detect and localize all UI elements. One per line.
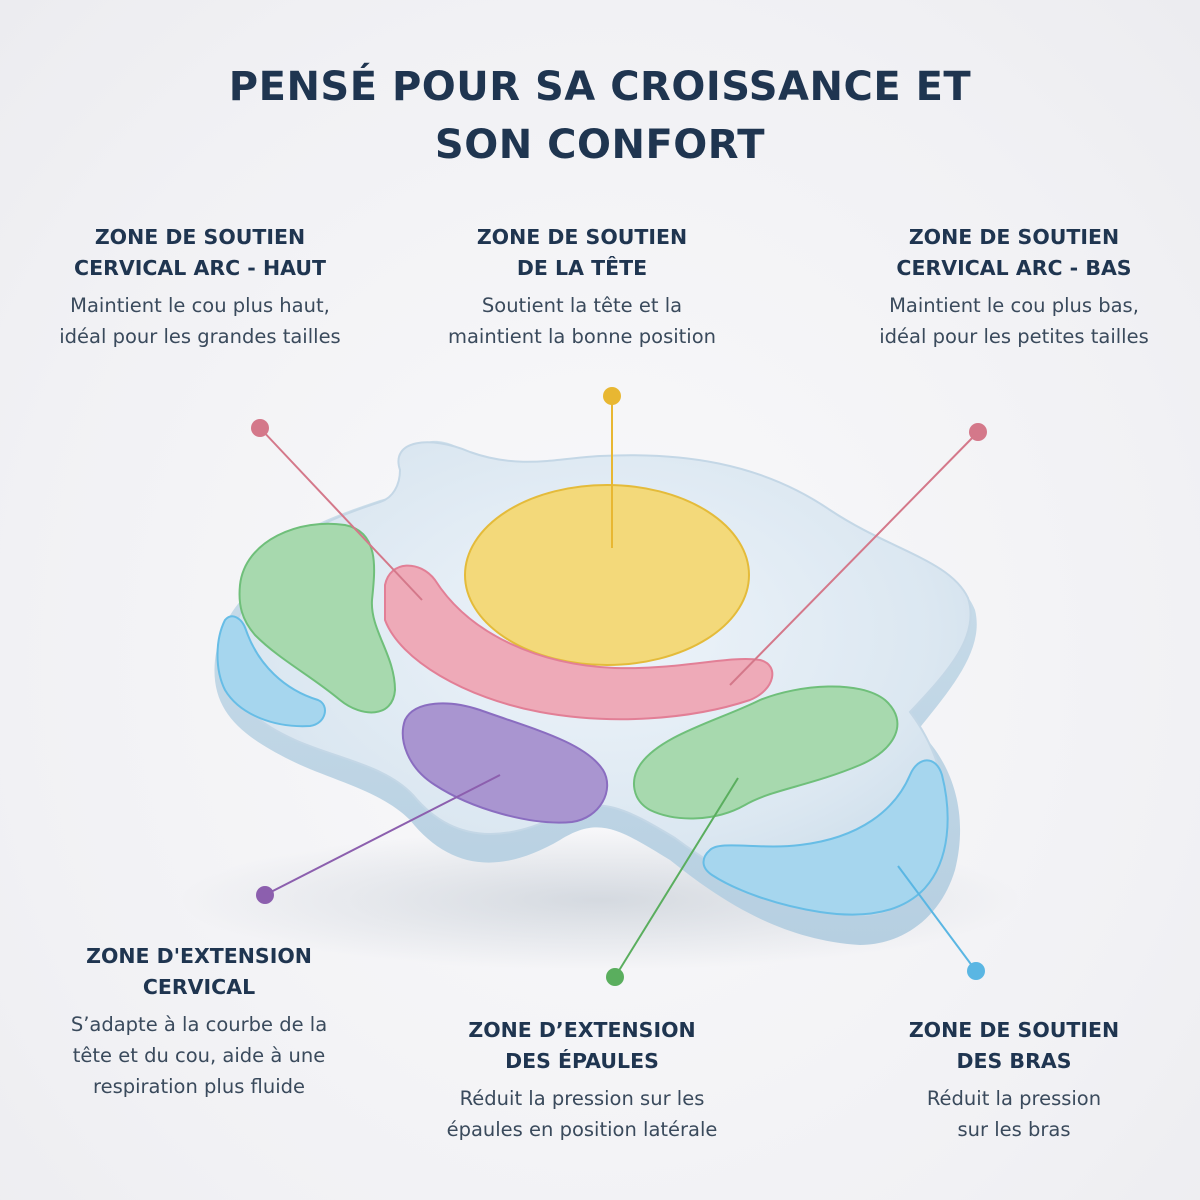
left-shoulder-zone: [238, 522, 397, 714]
zone-description: Maintient le cou plus bas, idéal pour le…: [879, 294, 1149, 348]
zone-bras: ZONE DE SOUTIEN DES BRAS Réduit la press…: [834, 1015, 1194, 1145]
dot-cervical-arc-bas: [969, 423, 987, 441]
page-title: PENSÉ POUR SA CROISSANCE ET SON CONFORT: [0, 58, 1200, 174]
zone-label: ZONE DE SOUTIEN DES BRAS: [908, 1018, 1120, 1073]
dot-tete: [603, 387, 621, 405]
head-support-zone: [464, 484, 750, 666]
zone-description: Soutient la tête et la maintient la bonn…: [447, 294, 716, 348]
leader-cervical-arc-bas: [729, 423, 987, 686]
zone-label: ZONE DE SOUTIEN DE LA TÊTE: [476, 225, 688, 280]
cervical-arc-zone: [384, 564, 774, 721]
right-arm-zone: [702, 759, 949, 916]
zone-label: ZONE DE SOUTIEN CERVICAL ARC - BAS: [896, 225, 1132, 280]
leader-extension-epaules: [606, 777, 739, 986]
zone-extension-cervical: ZONE D'EXTENSION CERVICAL S’adapte à la …: [20, 941, 378, 1102]
zone-description: Réduit la pression sur les bras: [926, 1087, 1102, 1141]
leader-bras: [897, 865, 985, 980]
dot-extension-cervical: [256, 886, 274, 904]
right-shoulder-zone: [633, 685, 899, 820]
zone-extension-epaules: ZONE D’EXTENSION DES ÉPAULES Réduit la p…: [402, 1015, 762, 1145]
zone-label: ZONE D'EXTENSION CERVICAL: [86, 944, 312, 999]
dot-bras: [967, 962, 985, 980]
leader-tete: [603, 387, 621, 548]
zone-description: Maintient le cou plus haut, idéal pour l…: [59, 294, 341, 348]
leader-extension-cervical: [256, 774, 501, 904]
left-arm-zone: [216, 615, 326, 728]
dot-extension-epaules: [606, 968, 624, 986]
cervical-extension-zone: [401, 702, 609, 824]
zone-tete: ZONE DE SOUTIEN DE LA TÊTE Soutient la t…: [402, 222, 762, 352]
zone-cervical-arc-haut: ZONE DE SOUTIEN CERVICAL ARC - HAUT Main…: [20, 222, 380, 352]
leader-cervical-arc-haut: [251, 419, 423, 601]
dot-cervical-arc-haut: [251, 419, 269, 437]
zone-description: Réduit la pression sur les épaules en po…: [446, 1087, 718, 1141]
zone-cervical-arc-bas: ZONE DE SOUTIEN CERVICAL ARC - BAS Maint…: [830, 222, 1198, 352]
zone-description: S’adapte à la courbe de la tête et du co…: [70, 1013, 328, 1098]
title-line-2: SON CONFORT: [434, 122, 766, 168]
title-line-1: PENSÉ POUR SA CROISSANCE ET: [228, 64, 972, 110]
zone-label: ZONE D’EXTENSION DES ÉPAULES: [468, 1018, 696, 1073]
zone-label: ZONE DE SOUTIEN CERVICAL ARC - HAUT: [74, 225, 326, 280]
